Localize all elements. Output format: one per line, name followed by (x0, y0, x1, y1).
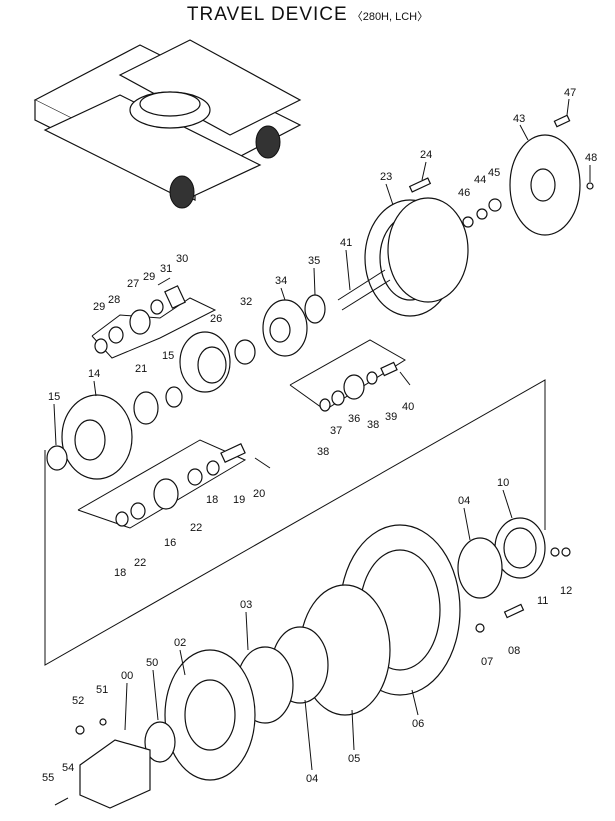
leader-lines (53, 98, 591, 771)
part-label-06: 06 (412, 718, 424, 730)
part-label-31: 31 (160, 263, 172, 275)
planetary-carrier-2 (289, 339, 411, 412)
part-label-38b: 38 (367, 419, 379, 431)
part-labels: 47 43 48 24 23 46 44 45 41 35 34 30 31 2… (42, 87, 597, 785)
part-label-21: 21 (135, 363, 147, 375)
part-label-04b: 04 (306, 773, 318, 785)
part-label-14: 14 (88, 368, 100, 380)
part-label-12: 12 (560, 585, 572, 597)
part-label-40: 40 (402, 401, 414, 413)
part-label-16: 16 (164, 537, 176, 549)
assembly-outline (44, 379, 546, 666)
part-label-50: 50 (146, 657, 158, 669)
lower-assembly (54, 517, 571, 809)
part-label-10: 10 (497, 477, 509, 489)
part-label-36: 36 (348, 413, 360, 425)
part-label-29a: 29 (93, 301, 105, 313)
part-label-26: 26 (210, 313, 222, 325)
part-label-15b: 15 (162, 350, 174, 362)
part-label-18a: 18 (206, 494, 218, 506)
part-label-04a: 04 (458, 495, 470, 507)
upper-right-parts (304, 114, 594, 324)
part-label-37: 37 (330, 425, 342, 437)
part-label-44: 44 (474, 174, 486, 186)
title-main: TRAVEL DEVICE (186, 4, 348, 25)
part-label-18b: 18 (114, 567, 126, 579)
part-label-05: 05 (348, 753, 360, 765)
part-label-02: 02 (174, 637, 186, 649)
part-label-20: 20 (253, 488, 265, 500)
part-label-23: 23 (380, 171, 392, 183)
part-label-24: 24 (420, 149, 432, 161)
part-label-30: 30 (176, 253, 188, 265)
part-label-35: 35 (308, 255, 320, 267)
part-label-43: 43 (513, 113, 525, 125)
part-label-55: 55 (42, 772, 54, 784)
part-label-51: 51 (96, 684, 108, 696)
part-label-28: 28 (108, 294, 120, 306)
part-label-34: 34 (275, 275, 287, 287)
part-label-11: 11 (537, 595, 548, 607)
part-label-52: 52 (72, 695, 84, 707)
undercarriage-illustration (33, 39, 302, 209)
part-label-22a: 22 (190, 522, 202, 534)
part-label-00: 00 (121, 670, 133, 682)
part-label-54: 54 (62, 762, 74, 774)
part-label-22b: 22 (134, 557, 146, 569)
part-label-15a: 15 (48, 391, 60, 403)
part-label-39: 39 (385, 411, 397, 423)
planetary-carrier-3 (46, 386, 271, 529)
part-label-46: 46 (458, 187, 470, 199)
part-label-41: 41 (340, 237, 352, 249)
part-label-08: 08 (508, 645, 520, 657)
planetary-carrier-1 (91, 277, 308, 393)
part-label-45: 45 (488, 167, 500, 179)
diagram-title: TRAVEL DEVICE〈280H, LCH〉 (0, 4, 615, 26)
part-label-07: 07 (481, 656, 493, 668)
part-label-32: 32 (240, 296, 252, 308)
part-label-29b: 29 (143, 271, 155, 283)
part-label-03: 03 (240, 599, 252, 611)
part-label-38a: 38 (317, 446, 329, 458)
part-label-47: 47 (564, 87, 576, 99)
part-label-19: 19 (233, 494, 245, 506)
part-label-48: 48 (585, 152, 597, 164)
title-sub: 〈280H, LCH〉 (351, 11, 429, 23)
part-label-27: 27 (127, 278, 139, 290)
